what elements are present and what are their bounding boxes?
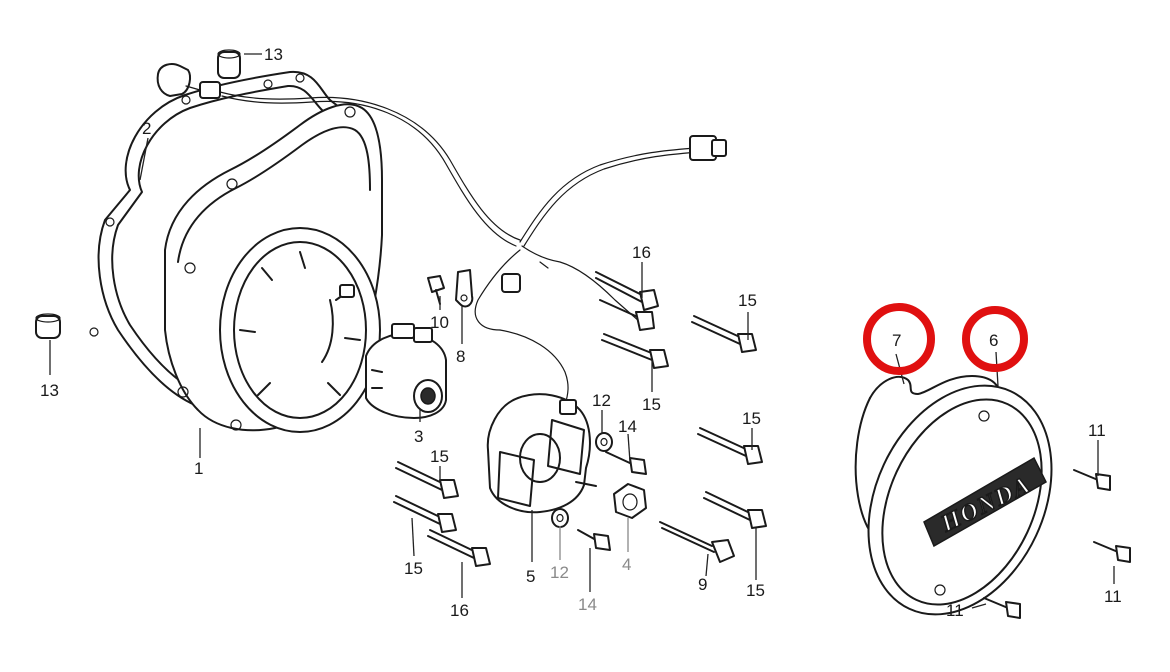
label-part-15-middle: 15 <box>642 395 661 414</box>
label-part-12-upper: 12 <box>592 391 611 410</box>
label-part-11-right-upper: 11 <box>1088 421 1106 440</box>
bolt-part-15-left-upper <box>395 461 459 499</box>
bolt-part-14-upper <box>605 451 647 475</box>
bolt-part-16-upper <box>595 271 659 311</box>
bolt-part-15-middle <box>601 333 669 369</box>
screw-part-11-bottom <box>983 597 1021 619</box>
crankcase-cover-part-1 <box>164 103 383 433</box>
bolt-part-15-right-middle <box>697 427 763 465</box>
bolt-part-15-left-lower <box>393 495 457 533</box>
stator-part-5 <box>486 393 597 514</box>
highlight-ring-7 <box>863 303 935 375</box>
label-part-9: 9 <box>698 575 707 594</box>
label-part-12-lower: 12 <box>550 563 569 582</box>
nut-part-4 <box>613 483 647 519</box>
washer-part-12-upper <box>595 432 613 452</box>
highlight-part-6: 6 <box>962 306 1028 372</box>
label-part-15-right-middle: 15 <box>742 409 761 428</box>
highlight-ring-6 <box>962 306 1028 372</box>
label-part-13-left: 13 <box>40 381 59 400</box>
label-part-13-upper: 13 <box>264 45 283 64</box>
bolt-part-10 <box>427 275 445 305</box>
label-part-16-upper: 16 <box>632 243 651 262</box>
bolt-part-14-lower <box>577 529 611 551</box>
label-part-15-right-lower: 15 <box>746 581 765 600</box>
bolt-part-9 <box>659 521 735 563</box>
wire-grommet <box>156 63 221 99</box>
label-part-2: 2 <box>142 119 151 138</box>
clamp-part-8 <box>455 269 474 308</box>
bolt-upper-extra <box>599 299 655 331</box>
label-part-14-lower: 14 <box>578 595 597 614</box>
bolt-part-15-right-lower <box>703 491 767 529</box>
label-part-7: 7 <box>892 331 901 350</box>
label-part-11-bottom: 11 <box>946 601 964 620</box>
label-part-15-left-upper: 15 <box>430 447 449 466</box>
label-part-16-lower: 16 <box>450 601 469 620</box>
label-part-1: 1 <box>194 459 203 478</box>
pulse-generator-part-3 <box>365 323 447 419</box>
label-part-6: 6 <box>989 331 998 350</box>
washer-part-12-lower <box>551 508 569 528</box>
dowel-pin-left <box>35 313 61 339</box>
wiring-harness <box>219 91 727 406</box>
label-part-10: 10 <box>430 313 449 332</box>
dowel-pin-upper <box>217 49 241 79</box>
label-part-15-right-upper: 15 <box>738 291 757 310</box>
bolt-part-15-right-upper <box>691 315 757 353</box>
screw-part-11-right-upper <box>1073 469 1111 491</box>
bolt-part-16-lower <box>427 529 491 567</box>
label-part-3: 3 <box>414 427 423 446</box>
label-part-5: 5 <box>526 567 535 586</box>
highlight-part-7: 7 <box>863 303 935 375</box>
label-part-15-left-lower: 15 <box>404 559 423 578</box>
cover-part-6: HONDA <box>867 384 1053 616</box>
screw-part-11-right-lower <box>1093 541 1131 563</box>
label-part-4: 4 <box>622 555 631 574</box>
label-part-14-upper: 14 <box>618 417 637 436</box>
callout-labels: 13 2 13 1 3 10 8 16 15 15 12 14 15 15 15… <box>40 45 1122 620</box>
label-part-8: 8 <box>456 347 465 366</box>
label-part-11-right-lower: 11 <box>1104 587 1122 606</box>
